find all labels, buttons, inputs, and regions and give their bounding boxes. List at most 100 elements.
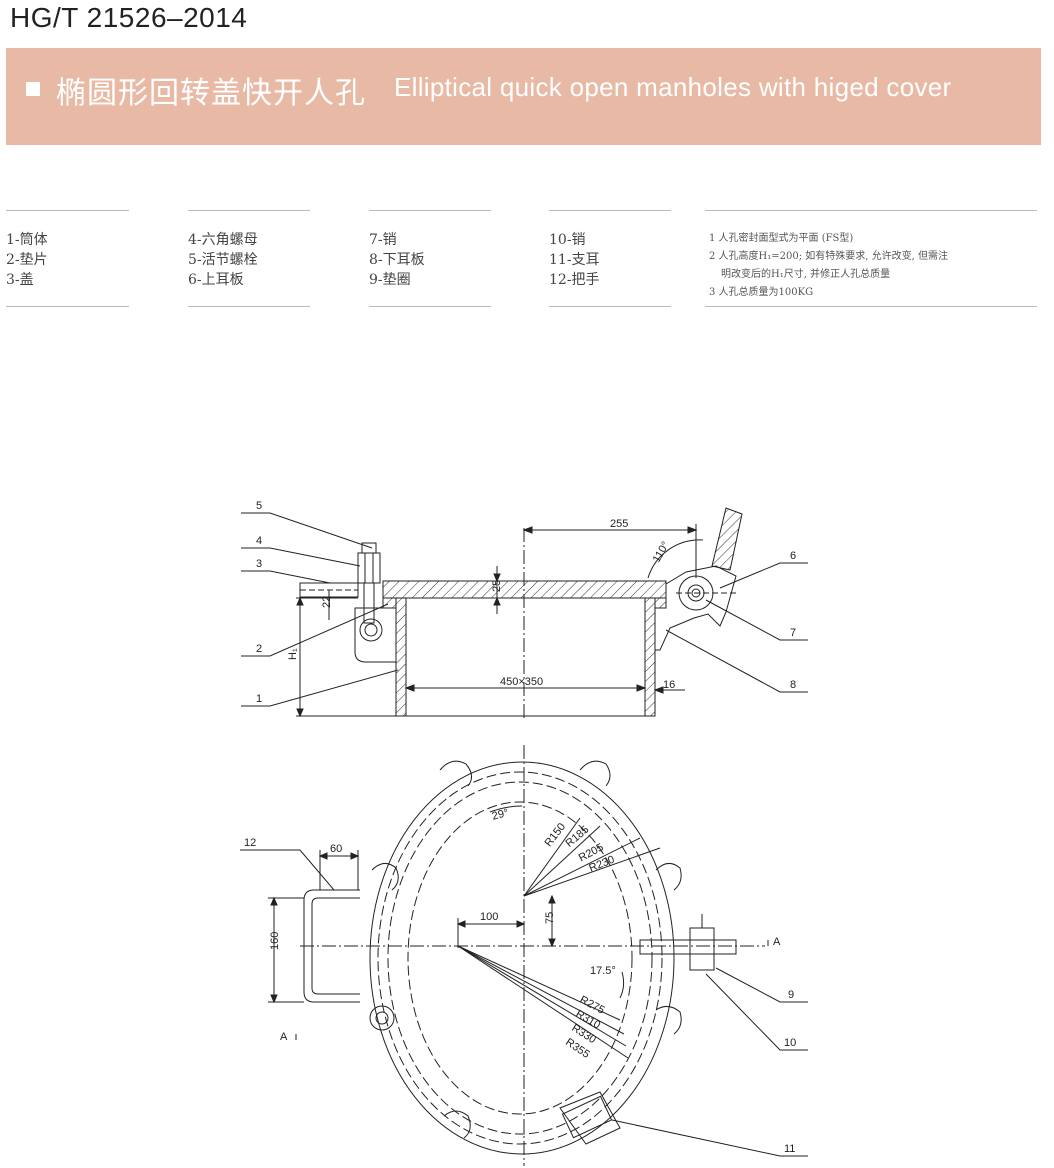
radius-text: R185 <box>564 824 592 850</box>
leader-12 <box>240 849 335 891</box>
part-label-3: 3 <box>256 558 262 570</box>
leader-2 <box>241 603 389 657</box>
angle-arc-110 <box>647 539 704 579</box>
dim-arrows-h1 <box>296 596 304 718</box>
dim-arrows-75 <box>548 894 556 948</box>
part-label-7: 7 <box>790 627 796 639</box>
dim-arrows-60 <box>318 852 360 860</box>
radius-line-r330 <box>457 945 627 1047</box>
hinge-plate <box>639 939 737 955</box>
hinge-lug <box>654 565 737 651</box>
note-line: 3 人孔总质量为100KG <box>709 287 814 298</box>
lower-lug-left <box>354 607 397 663</box>
bolt-lugs <box>371 760 682 1139</box>
inner-circle-dashed <box>407 801 633 1115</box>
leader-10 <box>705 973 808 1051</box>
leader-5 <box>241 512 373 549</box>
note-line: 明改变后的H₁尺寸, 并修正人孔总质量 <box>721 269 891 280</box>
bolt-head <box>369 1005 395 1031</box>
title-english: Elliptical quick open manholes with hige… <box>394 72 952 102</box>
angle-text-29: 29° <box>491 807 510 823</box>
note-line: 1 人孔密封面型式为平面 (FS型) <box>709 233 854 244</box>
part-item: 3-盖 <box>6 272 34 288</box>
dim-text-255: 255 <box>610 518 628 530</box>
part-item: 1-筒体 <box>6 232 48 248</box>
dim-text-100: 100 <box>480 911 498 923</box>
part-label-11: 11 <box>784 1143 795 1155</box>
bolt-circle-dashed <box>377 771 663 1145</box>
handle-open-position <box>711 507 743 571</box>
plan-view <box>240 745 808 1166</box>
dim-arrows-255 <box>522 526 698 534</box>
part-label-4: 4 <box>256 535 262 547</box>
pin-inner-left <box>364 623 378 637</box>
angle-text-17-5: 17.5° <box>590 965 616 977</box>
dim-text-75: 75 <box>544 912 556 924</box>
leader-4 <box>241 547 361 567</box>
handle-outer <box>303 889 360 1003</box>
gasket-left <box>382 597 397 609</box>
leader-7 <box>705 599 808 641</box>
title-banner: 椭圆形回转盖快开人孔 Elliptical quick open manhole… <box>6 48 1041 145</box>
handle-inner <box>311 897 360 995</box>
dim-arrow-16 <box>653 686 664 694</box>
section-mark-text-left: A <box>280 1031 288 1043</box>
part-item: 10-销 <box>549 232 586 248</box>
part-item: 8-下耳板 <box>369 252 425 268</box>
title-chinese: 椭圆形回转盖快开人孔 <box>56 76 366 111</box>
hex-nut <box>357 552 381 584</box>
parts-column-4: 10-销 11-支耳 12-把手 <box>549 210 671 307</box>
part-item: 6-上耳板 <box>188 272 244 288</box>
angle-arc-17-5 <box>619 971 625 999</box>
part-label-2: 2 <box>256 643 262 655</box>
radius-line-r205 <box>523 837 641 897</box>
section-view <box>241 507 808 718</box>
radius-line-r230 <box>523 847 661 897</box>
support-ear <box>559 1091 621 1145</box>
parts-column-2: 4-六角螺母 5-活节螺栓 6-上耳板 <box>188 210 310 307</box>
leader-8 <box>665 629 808 693</box>
cover-plate <box>382 580 667 599</box>
part-label-1: 1 <box>256 693 262 705</box>
part-item: 12-把手 <box>549 272 600 288</box>
dim-text-160: 160 <box>269 932 281 950</box>
part-label-10: 10 <box>784 1037 796 1049</box>
bolt-lug <box>655 863 682 891</box>
leader-9 <box>715 967 808 1003</box>
cylinder-wall-left <box>395 597 407 717</box>
notes-column: 1 人孔密封面型式为平面 (FS型) 2 人孔高度H₁=200; 如有特殊要求,… <box>705 210 1037 307</box>
upper-lug <box>299 582 359 598</box>
angle-text-110: 110° <box>651 540 672 565</box>
bolt-lug <box>443 1110 471 1139</box>
leader-1 <box>241 669 399 707</box>
flange-outer-edge <box>369 761 675 1155</box>
pin-circle-left <box>359 618 383 642</box>
dim-text-60: 60 <box>330 843 342 855</box>
bolt-lug <box>439 760 472 787</box>
leader-3 <box>241 570 331 584</box>
support-ear-bolt <box>561 1095 613 1139</box>
bolt-inner <box>375 1011 389 1025</box>
radius-text: R150 <box>542 821 568 849</box>
dim-arrows-160 <box>270 896 278 1004</box>
dim-text-16: 16 <box>663 679 675 691</box>
radius-line-r275 <box>457 945 621 1021</box>
radius-line-r355 <box>457 945 629 1059</box>
dim-text-25: 25 <box>491 580 503 592</box>
bolt-lug <box>579 760 611 787</box>
radius-line-r310 <box>457 945 625 1035</box>
dim-text-22: 22 <box>321 596 333 608</box>
plan-view-text: 60 160 100 75 29° 17.5° R150 R185 R205 R… <box>244 807 796 1155</box>
gasket-circle-dashed <box>387 781 653 1135</box>
dim-text-h1: H₁ <box>287 648 299 660</box>
part-label-8: 8 <box>790 679 796 691</box>
part-label-12: 12 <box>244 837 256 849</box>
angle-arc-29 <box>489 805 523 813</box>
bolt-lug <box>371 863 399 891</box>
cylinder-wall-right <box>644 597 656 717</box>
bolt-lug <box>655 1006 682 1035</box>
dim-arrows-450x350 <box>404 684 647 692</box>
bolt-top <box>361 542 377 554</box>
part-item: 7-销 <box>369 232 397 248</box>
